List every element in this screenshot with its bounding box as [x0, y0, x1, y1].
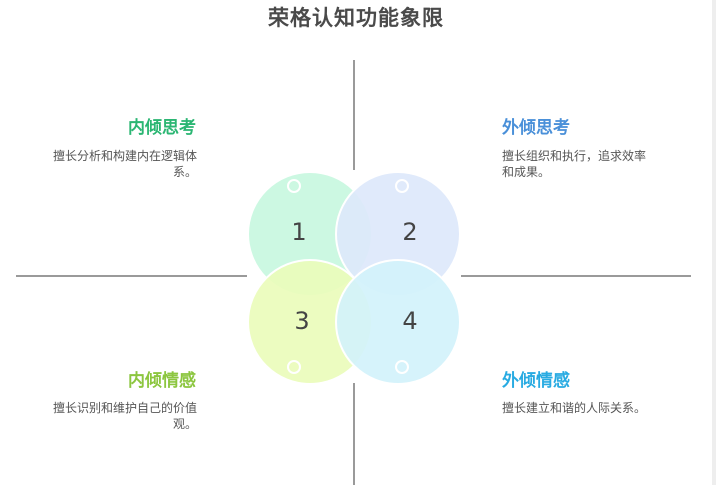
circle-4-number: 4 — [402, 307, 417, 335]
circle-4-shape — [335, 259, 461, 385]
quadrant-3-description: 擅长识别和维护自己的价值观。 — [52, 401, 197, 431]
axis-horizontal-left — [16, 275, 247, 277]
circle-3-number: 3 — [294, 307, 309, 335]
page-title: 荣格认知功能象限 — [268, 6, 444, 30]
page-right-border — [712, 0, 716, 485]
circle-1-number: 1 — [291, 218, 306, 246]
axis-vertical-bottom — [353, 383, 355, 485]
circle-2-number: 2 — [402, 218, 417, 246]
quadrant-2-description: 擅长组织和执行，追求效率和成果。 — [502, 149, 647, 179]
circle-2-connector-dot — [395, 179, 409, 193]
circle-1[interactable]: 1 — [247, 171, 373, 297]
quadrant-4-title: 外倾情感 — [502, 371, 570, 391]
circle-4-connector-dot — [395, 360, 409, 374]
quadrant-4-description: 擅长建立和谐的人际关系。 — [502, 401, 647, 415]
circle-1-connector-dot — [287, 179, 301, 193]
quadrant-3-title: 内倾情感 — [128, 371, 196, 391]
quadrant-2-title: 外倾思考 — [502, 118, 570, 138]
quadrant-1-title: 内倾思考 — [128, 118, 196, 138]
axis-horizontal-right — [461, 275, 691, 277]
quadrant-1-description: 擅长分析和构建内在逻辑体系。 — [52, 149, 197, 179]
axis-vertical-top — [353, 60, 355, 170]
circle-3-connector-dot — [287, 360, 301, 374]
circle-4[interactable]: 4 — [335, 259, 461, 385]
